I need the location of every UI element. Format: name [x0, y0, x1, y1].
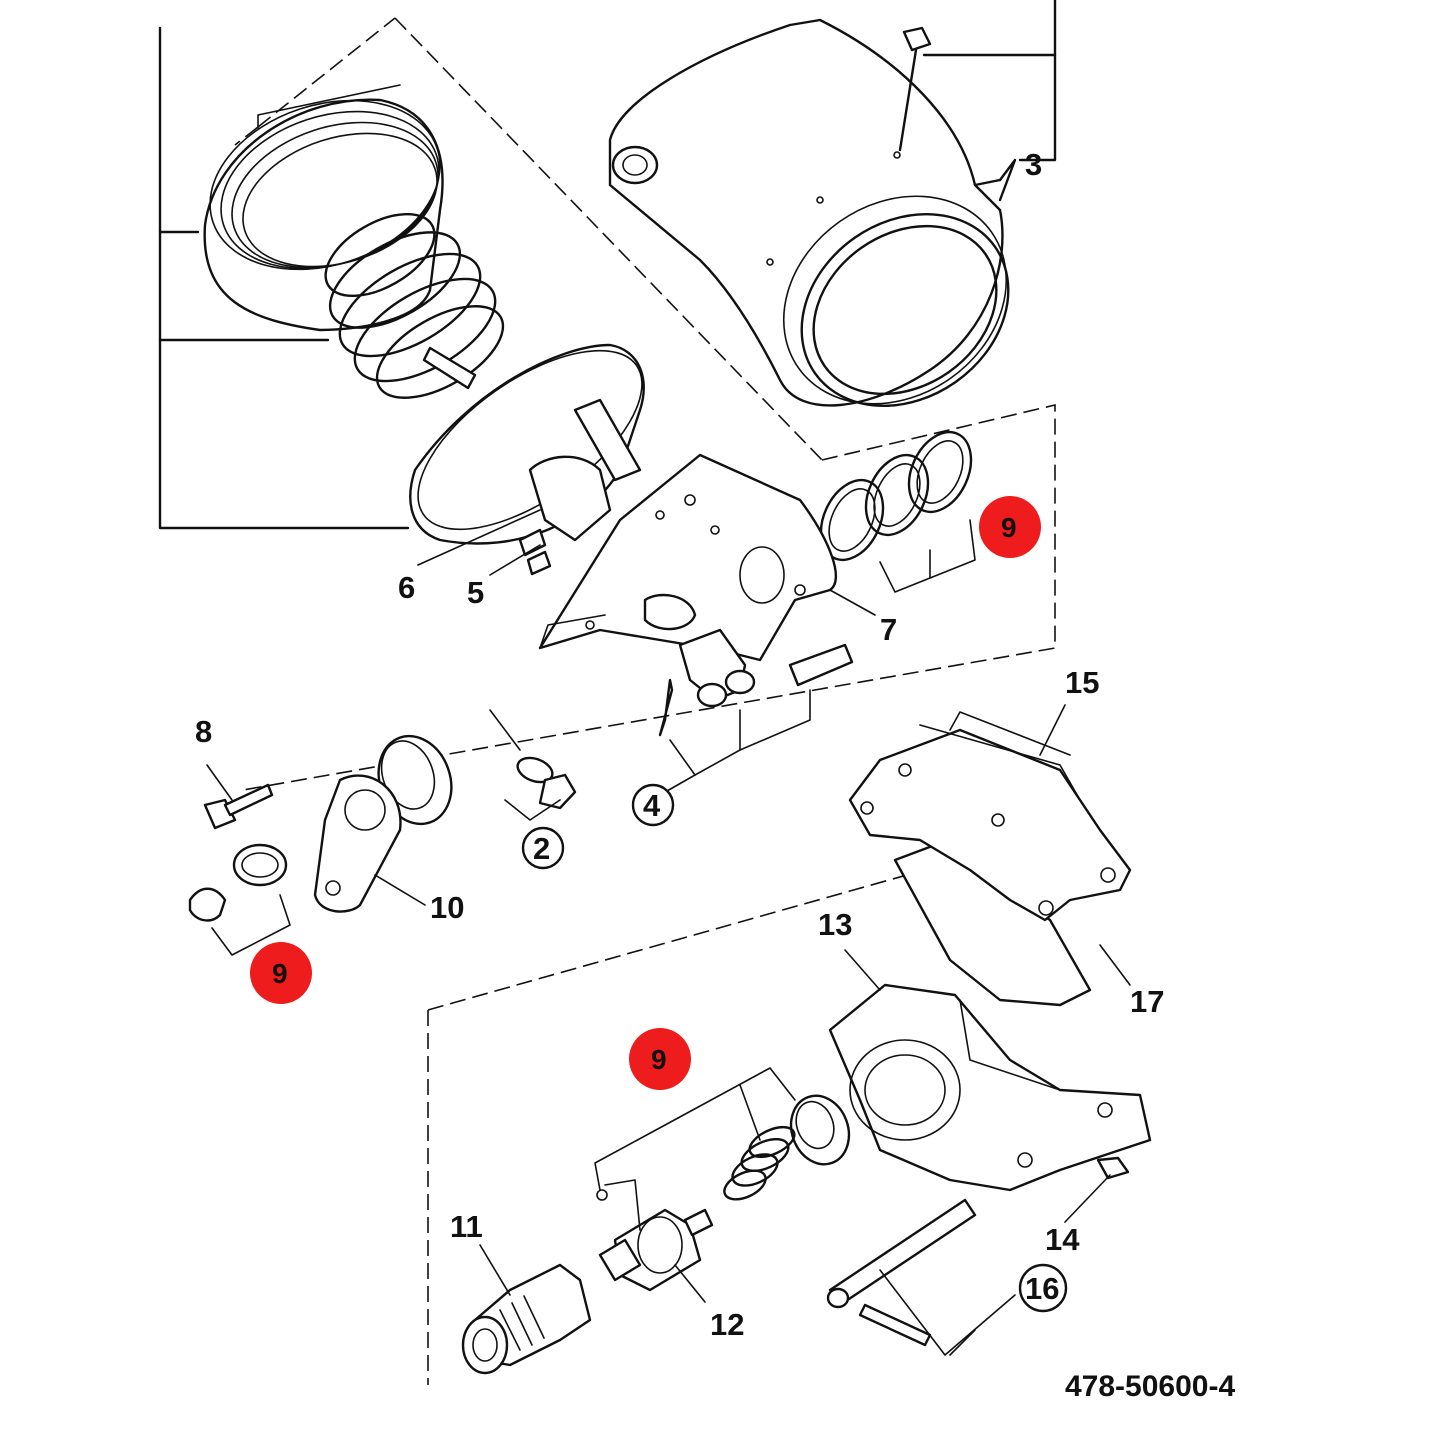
set-screw	[1064, 1156, 1130, 1223]
leader-11-12	[479, 1244, 706, 1303]
label-12: 12	[710, 1307, 744, 1342]
leaders-upper	[417, 509, 876, 616]
bolt	[203, 764, 274, 830]
highlight-callout-9-lower: 9	[629, 1028, 691, 1090]
drawing-reference-number: 478-50600-4	[1065, 1370, 1235, 1403]
spring-clip	[643, 593, 854, 737]
label-14: 14	[1045, 1222, 1080, 1257]
svg-text:9: 9	[1001, 512, 1017, 543]
leader-13-15-17	[844, 704, 1131, 991]
label-2-circled: 2	[521, 826, 565, 870]
svg-text:4: 4	[643, 788, 661, 823]
pressure-plate	[409, 343, 645, 545]
group-bracket-left	[158, 26, 410, 530]
label-3: 3	[1025, 147, 1042, 182]
nut-washer	[504, 756, 577, 821]
adjuster-piston	[598, 1208, 714, 1292]
bracket-part-3	[922, 0, 1057, 202]
label-8: 8	[195, 714, 212, 749]
dust-boot	[789, 1094, 851, 1166]
label-17: 17	[1130, 984, 1164, 1019]
pivot-pin	[826, 1198, 1016, 1356]
pressure-spring	[324, 212, 505, 399]
svg-text:2: 2	[533, 831, 550, 866]
washer-set	[819, 430, 976, 593]
label-4-circled: 4	[631, 783, 675, 827]
svg-text:16: 16	[1025, 1271, 1059, 1306]
label-10: 10	[430, 890, 464, 925]
label-11: 11	[450, 1209, 483, 1244]
label-7: 7	[880, 612, 897, 647]
motor-housing	[608, 18, 1010, 407]
piston-drive	[461, 1263, 592, 1375]
mounting-plate	[538, 453, 838, 662]
caliper-housing	[828, 983, 1152, 1192]
brake-pad	[848, 711, 1132, 922]
housing-screw	[898, 26, 932, 152]
svg-text:9: 9	[651, 1044, 667, 1075]
clutch-drum	[203, 84, 444, 332]
label-16-circled: 16	[1018, 1263, 1068, 1313]
snap-ring	[188, 843, 291, 956]
svg-text:9: 9	[272, 958, 288, 989]
return-spring	[723, 1125, 796, 1201]
small-key-pins	[518, 528, 552, 576]
label-6: 6	[398, 570, 415, 605]
highlight-callout-9-upper: 9	[979, 496, 1041, 558]
bracket-lower-9	[594, 1067, 796, 1231]
label-15: 15	[1065, 665, 1099, 700]
assembly-outline-bottom	[427, 859, 961, 1385]
label-13: 13	[818, 907, 852, 942]
assembly-outline-top	[234, 17, 1056, 791]
eccentric-lever	[313, 774, 426, 913]
label-5: 5	[467, 575, 484, 610]
highlight-callout-9-middle: 9	[250, 942, 312, 1004]
